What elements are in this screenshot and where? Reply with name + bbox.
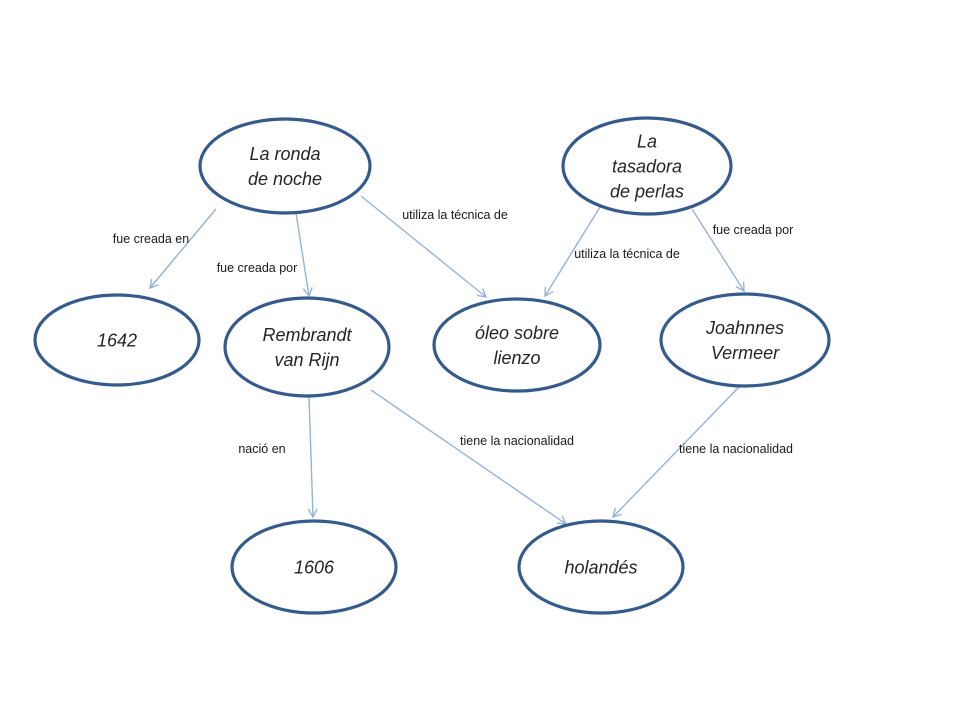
node-label-line: holandés	[564, 557, 637, 577]
edge-rembrandt-van-rijn--1606	[307, 396, 318, 519]
edge-la-ronda-de-noche--rembrandt-van-rijn	[295, 212, 313, 298]
node-holandes: holandés	[517, 519, 685, 615]
node-ellipse-1606	[230, 519, 398, 615]
node-label-line: Joahnnes	[705, 318, 784, 338]
node-label-line: de noche	[248, 169, 322, 189]
node-1606: 1606	[230, 519, 398, 615]
node-label-line: 1642	[97, 330, 137, 350]
node-rembrandt-van-rijn: Rembrandt van Rijn	[223, 296, 391, 398]
node-label-line: de perlas	[610, 181, 684, 201]
node-label-line: La	[637, 131, 657, 151]
node-label-rembrandt-van-rijn: Rembrandt van Rijn	[262, 325, 352, 370]
node-1642: 1642	[33, 293, 201, 387]
edge-rembrandt-van-rijn--holandes	[370, 389, 568, 525]
edge-label-la-ronda-de-noche--rembrandt-van-rijn: fue creada por	[217, 261, 298, 275]
node-label-holandes: holandés	[564, 557, 637, 577]
node-label-la-ronda-de-noche: La ronda de noche	[248, 144, 322, 189]
node-label-line: tasadora	[612, 156, 682, 176]
edge-label-la-tasadora-de-perlas--joahnnes-vermeer: fue creada por	[713, 223, 794, 237]
node-la-ronda-de-noche: La ronda de noche	[198, 117, 372, 215]
node-la-tasadora-de-perlas: La tasadora de perlas	[561, 116, 733, 216]
edge-la-tasadora-de-perlas--oleo-sobre-lienzo	[544, 206, 601, 298]
node-label-la-tasadora-de-perlas: La tasadora de perlas	[610, 131, 684, 201]
node-label-oleo-sobre-lienzo: óleo sobre lienzo	[475, 323, 559, 368]
edge-labels-layer: fue creada en fue creada por utiliza la té…	[113, 208, 794, 456]
node-label-1606: 1606	[294, 557, 335, 577]
edge-la-ronda-de-noche--1642	[149, 208, 217, 290]
edge-label-la-ronda-de-noche--1642: fue creada en	[113, 232, 189, 246]
node-ellipse-la-tasadora-de-perlas	[561, 116, 733, 216]
node-label-line: 1606	[294, 557, 335, 577]
node-label-line: óleo sobre	[475, 323, 559, 343]
node-oleo-sobre-lienzo: óleo sobre lienzo	[432, 297, 602, 393]
node-ellipse-holandes	[517, 519, 685, 615]
node-ellipse-joahnnes-vermeer	[659, 292, 831, 388]
nodes-layer: La ronda de noche La tasadora de perlas 1642 R…	[33, 116, 831, 615]
node-label-line: lienzo	[493, 348, 540, 368]
edge-label-rembrandt-van-rijn--holandes: tiene la nacionalidad	[460, 434, 574, 448]
node-label-line: Vermeer	[711, 343, 780, 363]
node-label-1642: 1642	[97, 330, 137, 350]
edge-joahnnes-vermeer--holandes	[612, 386, 740, 519]
node-label-line: van Rijn	[274, 350, 339, 370]
node-label-line: Rembrandt	[262, 325, 352, 345]
edge-la-ronda-de-noche--oleo-sobre-lienzo	[360, 195, 488, 298]
edge-label-rembrandt-van-rijn--1606: nació en	[238, 442, 285, 456]
edge-label-joahnnes-vermeer--holandes: tiene la nacionalidad	[679, 442, 793, 456]
node-ellipse-rembrandt-van-rijn	[223, 296, 391, 398]
node-label-line: La ronda	[249, 144, 320, 164]
node-ellipse-la-ronda-de-noche	[198, 117, 372, 215]
edge-label-la-tasadora-de-perlas--oleo-sobre-lienzo: utiliza la técnica de	[574, 247, 680, 261]
edge-label-la-ronda-de-noche--oleo-sobre-lienzo: utiliza la técnica de	[402, 208, 508, 222]
node-ellipse-1642	[33, 293, 201, 387]
edges-layer	[149, 195, 745, 525]
edge-la-tasadora-de-perlas--joahnnes-vermeer	[691, 208, 745, 293]
node-ellipse-oleo-sobre-lienzo	[432, 297, 602, 393]
